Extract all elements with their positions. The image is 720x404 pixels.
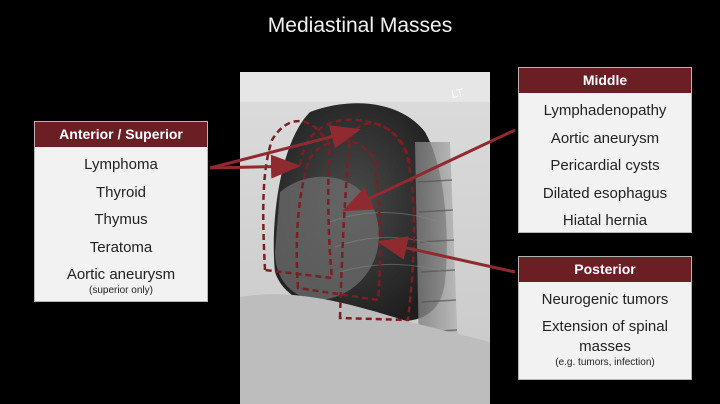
- anterior-superior-list: Lymphoma Thyroid Thymus Teratoma Aortic …: [35, 147, 207, 299]
- list-item: Pericardial cysts: [550, 157, 660, 174]
- lateral-chest-xray-image: LT: [240, 72, 490, 404]
- posterior-box: Posterior Neurogenic tumors Extension of…: [518, 256, 692, 380]
- slide-title: Mediastinal Masses: [267, 14, 453, 37]
- middle-list: Lymphadenopathy Aortic aneurysm Pericard…: [519, 93, 691, 235]
- middle-box: Middle Lymphadenopathy Aortic aneurysm P…: [518, 67, 692, 233]
- anterior-superior-box: Anterior / Superior Lymphoma Thyroid Thy…: [34, 121, 208, 302]
- middle-heading: Middle: [519, 68, 691, 93]
- list-item-note: (e.g. tumors, infection): [555, 356, 655, 368]
- list-item: Aortic aneurysm (superior only): [35, 261, 207, 299]
- list-item: Lymphoma: [84, 156, 158, 173]
- list-item: Thymus: [94, 211, 148, 228]
- list-item-label: Extension of spinal masses: [542, 317, 668, 355]
- list-item: Aortic aneurysm: [550, 129, 660, 147]
- list-item: Hiatal hernia: [562, 212, 648, 229]
- list-item: Teratoma: [89, 238, 153, 256]
- xray-side-marker: LT: [450, 87, 464, 101]
- list-item: Dilated esophagus: [542, 184, 668, 202]
- list-item: Extension of spinal masses (e.g. tumors,…: [519, 314, 691, 369]
- list-item: Neurogenic tumors: [541, 291, 669, 308]
- anterior-superior-heading: Anterior / Superior: [35, 122, 207, 147]
- posterior-heading: Posterior: [519, 257, 691, 282]
- posterior-list: Neurogenic tumors Extension of spinal ma…: [519, 282, 691, 369]
- list-item: Lymphadenopathy: [543, 102, 667, 119]
- list-item-note: (superior only): [89, 284, 153, 296]
- list-item: Thyroid: [95, 183, 147, 201]
- list-item-label: Aortic aneurysm: [66, 266, 176, 283]
